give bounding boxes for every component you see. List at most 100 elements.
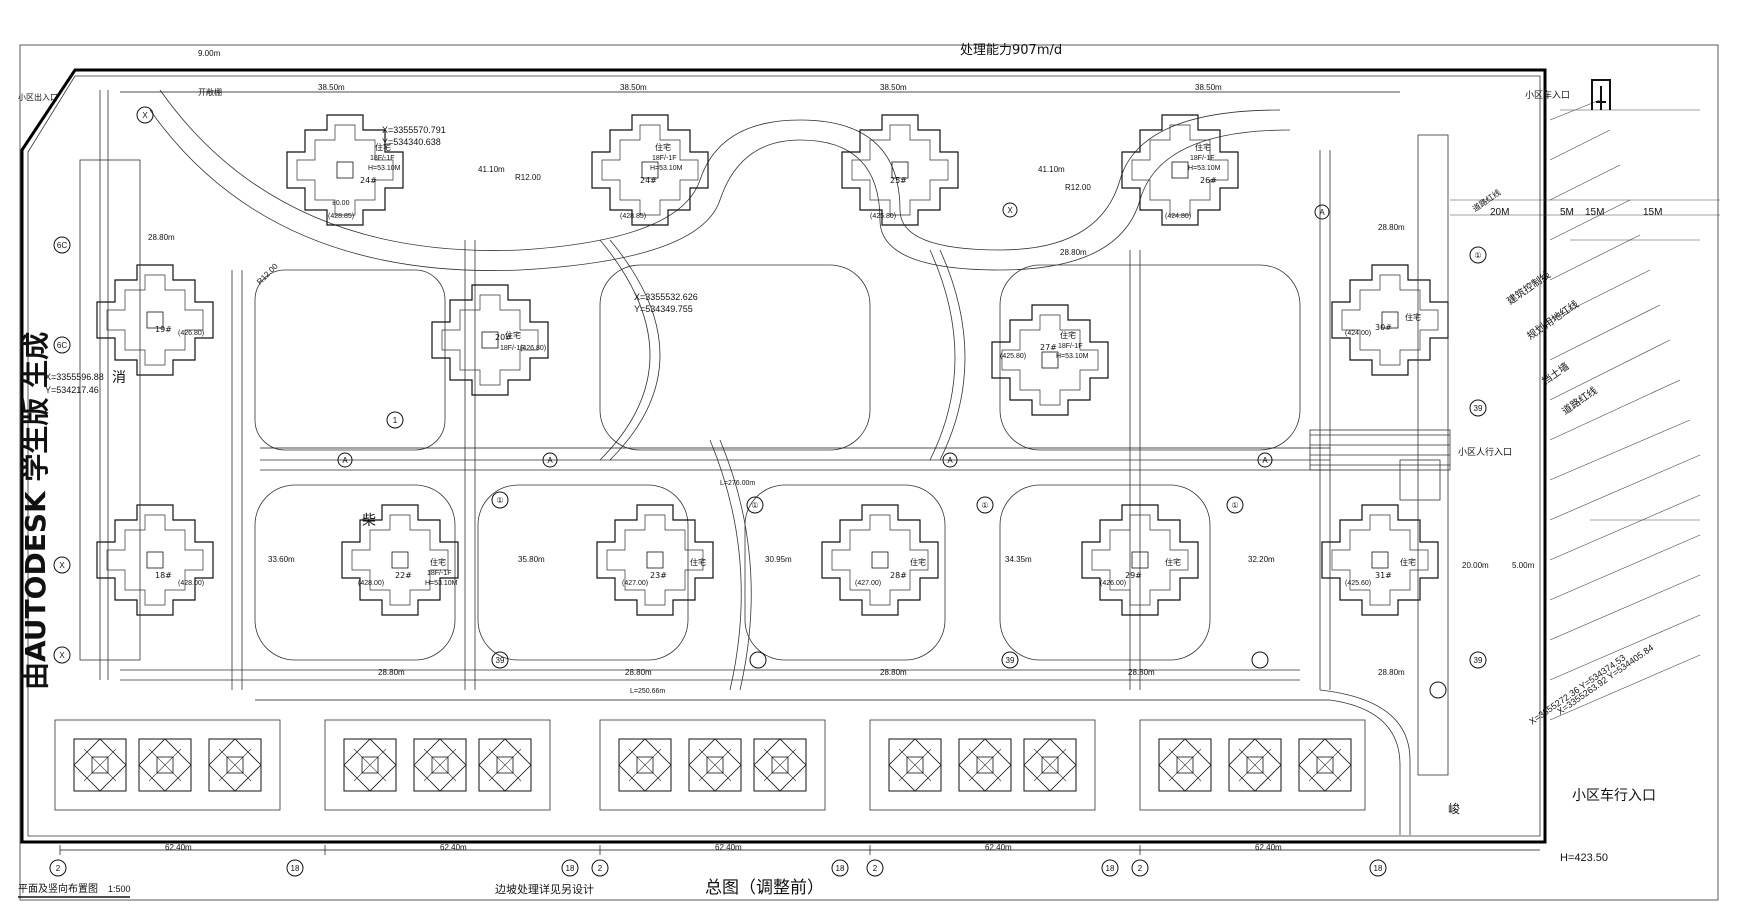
building-type: 住宅 [430, 557, 446, 567]
building-num: 22# [395, 571, 412, 580]
left-entrance: 小区出入口 [18, 92, 58, 102]
building-num: 18# [155, 571, 172, 580]
building-floors: 18F/-1F [427, 570, 452, 577]
dim-mid-3: 30.95m [765, 555, 792, 564]
site-boundary [19, 44, 1719, 901]
axis-labels: 39 39 39 39 18 18 18 18 18 2 2 2 2 6C 6C… [56, 111, 1483, 873]
building-type: 住宅 [375, 142, 391, 152]
svg-text:①: ① [751, 501, 758, 510]
dim-top-4: 38.50m [1195, 83, 1222, 92]
building-type: 住宅 [1060, 330, 1076, 340]
dim-bottom-3: 62.40m [715, 843, 742, 852]
svg-text:39: 39 [496, 656, 505, 665]
dim-top-1: 38.50m [318, 83, 345, 92]
building-num: 27# [1040, 343, 1057, 352]
dim-bottom-1: 62.40m [165, 843, 192, 852]
svg-text:6C: 6C [57, 341, 67, 350]
vehicle-entrance: 小区车行入口 [1572, 787, 1656, 804]
dim-9: 9.00m [198, 49, 221, 58]
svg-text:2: 2 [56, 864, 61, 873]
svg-text:A: A [947, 456, 953, 465]
building-type: 住宅 [655, 142, 671, 152]
svg-text:①: ① [1231, 501, 1238, 510]
dim-5m: 5M [1560, 207, 1574, 218]
svg-text:①: ① [981, 501, 988, 510]
dim-l250: L=250.66m [630, 688, 665, 695]
svg-text:1: 1 [393, 416, 398, 425]
building-height: H=53.10M [368, 165, 401, 172]
svg-text:2: 2 [873, 864, 878, 873]
svg-text:X: X [59, 561, 65, 570]
building-height: H=53.10M [1056, 353, 1089, 360]
building-floors: 18F/-1F [1058, 343, 1083, 350]
svg-text:X: X [1007, 206, 1013, 215]
svg-text:18: 18 [836, 864, 845, 873]
shelf-label: 开敞棚 [198, 87, 222, 97]
side-structures [79, 134, 1451, 776]
svg-text:6C: 6C [57, 241, 67, 250]
coord-center-x: X=3355532.626 [634, 292, 698, 302]
building-type: 住宅 [505, 330, 521, 340]
svg-text:39: 39 [1474, 404, 1483, 413]
building-elev: (426.80) [178, 330, 204, 337]
floor-zero: ±0.00 [332, 200, 350, 207]
wood-mark: 柴 [362, 513, 376, 529]
building-elev: (428.00) [358, 580, 384, 587]
svg-text:A: A [1262, 456, 1268, 465]
building-num: 25# [890, 176, 907, 185]
bottom-note: 边坡处理详见另设计 [495, 882, 594, 896]
building-elev: (428.00) [178, 580, 204, 587]
building-num: 29# [1125, 571, 1142, 580]
dim-mid-4: 34.35m [1005, 555, 1032, 564]
dim-bottom-4: 62.40m [985, 843, 1012, 852]
dim-r12-b: R12.00 [1065, 183, 1091, 192]
building-labels: 24# 24# 25# 26# 19# 20# 27# 30# 18# 22# … [155, 142, 1421, 587]
svg-text:39: 39 [1474, 656, 1483, 665]
dim-41-10: 41.10m [1038, 165, 1065, 174]
dim-28-80-a: 28.80m [148, 233, 175, 242]
building-num: 24# [360, 176, 377, 185]
vehicle-entrance-elev: H=423.50 [1560, 852, 1608, 864]
pedestrian-entrance: 小区人行入口 [1458, 446, 1512, 458]
building-height: H=53.10M [650, 165, 683, 172]
dimension-lines [59, 91, 1540, 855]
building-elev: (427.00) [855, 580, 881, 587]
dim-mid-2: 35.80m [518, 555, 545, 564]
building-type: 住宅 [910, 557, 926, 567]
svg-text:2: 2 [1138, 864, 1143, 873]
slope-hatching [1450, 99, 1720, 721]
svg-text:18: 18 [1106, 864, 1115, 873]
building-elev: (425.80) [870, 213, 896, 220]
dim-top-2: 38.50m [620, 83, 647, 92]
dim-28-80-g: 28.80m [1378, 668, 1405, 677]
internal-roads [99, 89, 1411, 835]
building-elev: (426.80) [520, 345, 546, 352]
building-floors: 18F/-1F [370, 155, 395, 162]
building-num: 26# [1200, 176, 1217, 185]
svg-text:①: ① [1474, 251, 1481, 260]
drawing-title: 总图（调整前） [705, 878, 824, 898]
svg-text:2: 2 [598, 864, 603, 873]
building-num: 23# [650, 571, 667, 580]
svg-text:18: 18 [1374, 864, 1383, 873]
dim-15m-b: 15M [1643, 207, 1662, 218]
capacity-note: 处理能力907m/d [960, 43, 1062, 58]
building-elev: (427.00) [622, 580, 648, 587]
building-num: 28# [890, 571, 907, 580]
building-elev: (424.00) [1345, 330, 1371, 337]
dim-bottom-5: 62.40m [1255, 843, 1282, 852]
building-num: 30# [1375, 323, 1392, 332]
dim-41-10b: 41.10m [478, 165, 505, 174]
dim-28-80-d: 28.80m [378, 668, 405, 677]
coord-left-x: X=3355596.88 [45, 372, 104, 382]
dim-top-3: 38.50m [880, 83, 907, 92]
svg-text:18: 18 [566, 864, 575, 873]
dim-mid-1: 33.60m [268, 555, 295, 564]
elec-mark: 峻 [1448, 801, 1460, 816]
dim-28-80-b: 28.80m [1060, 248, 1087, 257]
building-floors: 18F/-1F [1190, 155, 1215, 162]
building-elev: (425.60) [1345, 580, 1371, 587]
plan-label: 平面及竖向布置图 [18, 882, 98, 895]
dim-28-80-c: 28.80m [1378, 223, 1405, 232]
dim-15m-a: 15M [1585, 207, 1604, 218]
